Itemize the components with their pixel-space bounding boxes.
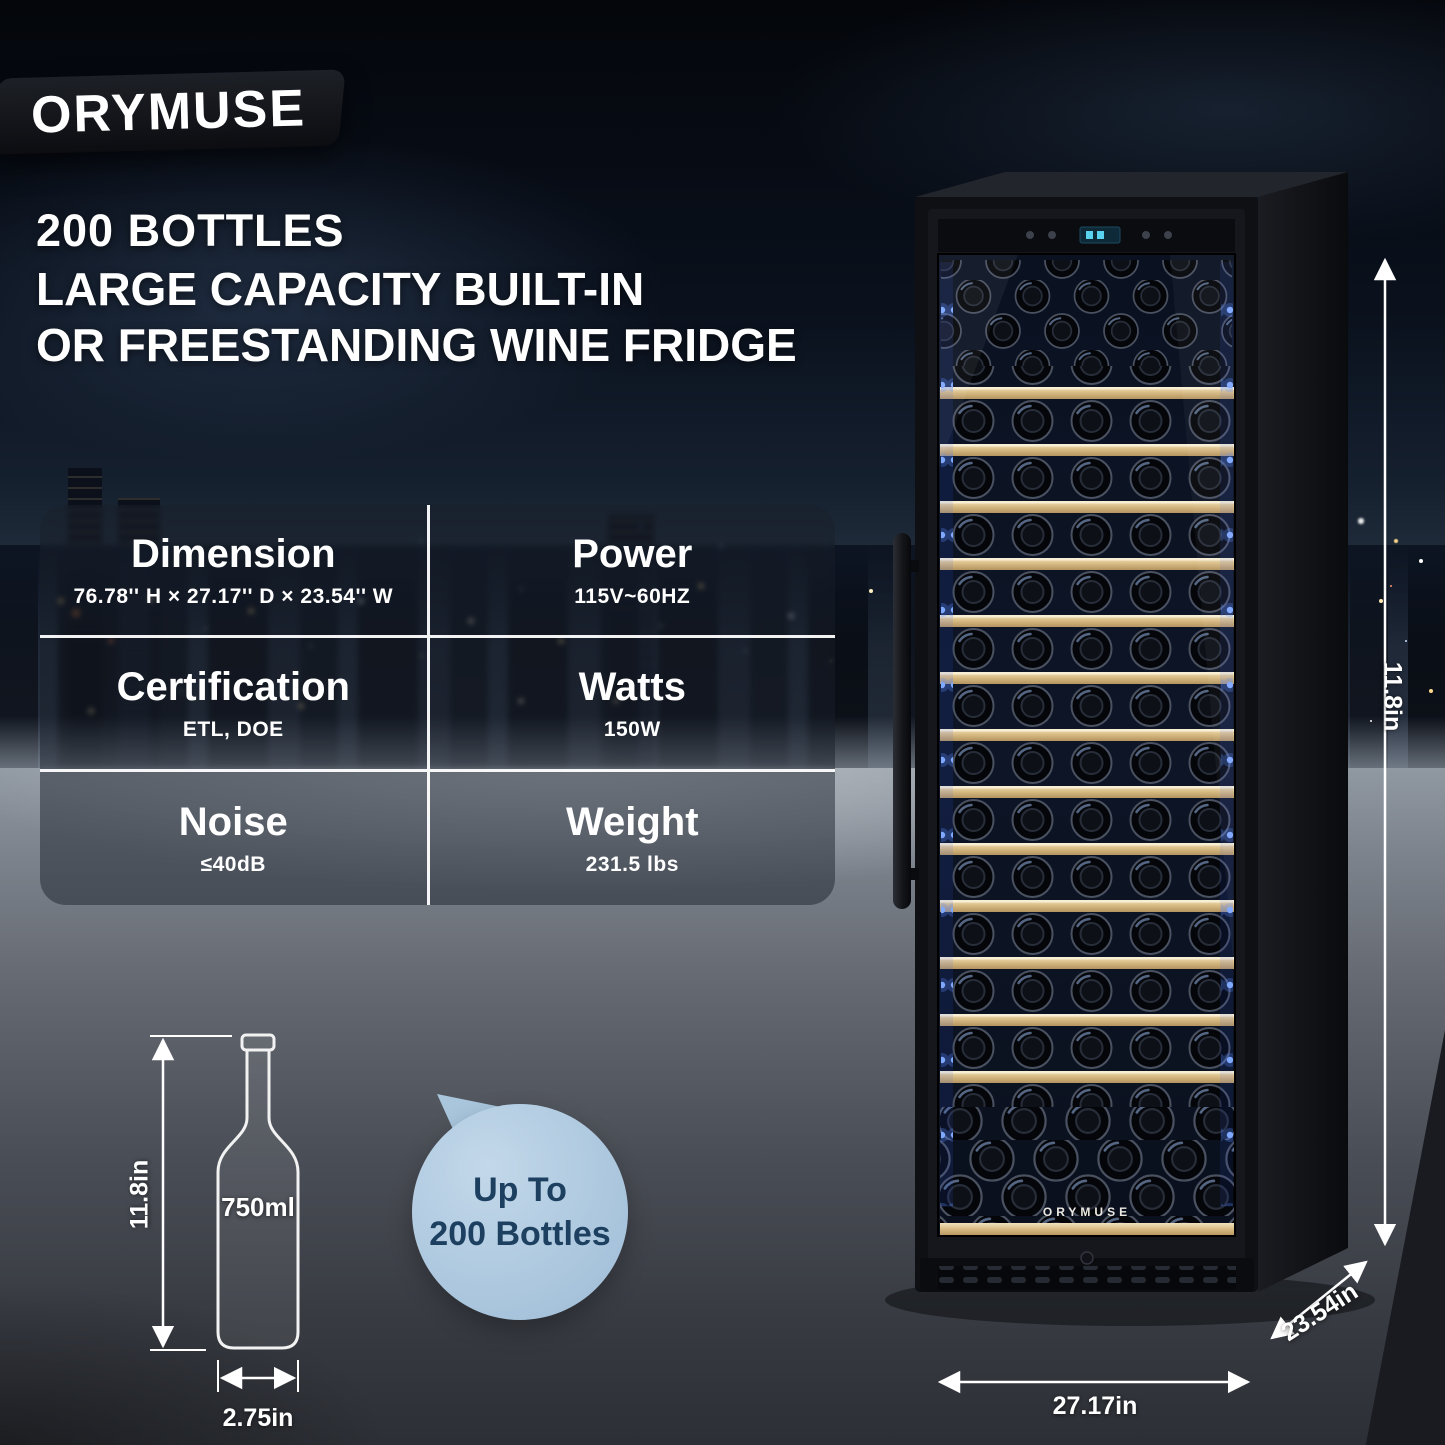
spec-value: ≤40dB [200,852,266,876]
headline-line3: OR FREESTANDING WINE FRIDGE [36,319,797,371]
fridge-height-label: 11.8in [1378,661,1407,732]
brand-logo-text: ORYMUSE [29,79,307,145]
spec-value: 76.78'' H × 27.17'' D × 23.54'' W [73,584,394,608]
spec-table: Dimension 76.78'' H × 27.17'' D × 23.54'… [40,505,835,905]
headline-capacity: 200 BOTTLES [36,205,345,256]
headline-line2: LARGE CAPACITY BUILT-IN [36,263,645,315]
spec-power: Power 115V~60HZ [429,505,835,639]
spec-noise: Noise ≤40dB [40,771,430,905]
spec-title: Watts [578,664,686,709]
capacity-badge: Up To 200 Bottles [412,1104,628,1320]
spec-title: Noise [178,799,288,844]
spec-title: Power [572,531,693,576]
spec-title: Dimension [131,531,336,576]
spec-value: ETL, DOE [182,717,284,741]
spec-watts: Watts 150W [429,638,835,772]
city-lights [0,0,2,2]
bottle-height-label: 11.8in [125,1159,154,1230]
fridge-brand-label: ORYMUSE [1042,1205,1132,1219]
capacity-badge-line1: Up To [473,1170,567,1209]
spec-value: 115V~60HZ [574,584,691,608]
spec-title: Weight [565,799,699,844]
spec-title: Certification [116,664,350,709]
brand-logo-badge: ORYMUSE [0,69,346,155]
spec-value: 231.5 lbs [585,852,679,876]
fridge-width-label: 27.17in [1052,1392,1138,1420]
capacity-badge-line2: 200 Bottles [429,1215,611,1253]
spec-weight: Weight 231.5 lbs [430,772,835,905]
spec-value: 150W [603,717,661,741]
spec-certification: Certification ETL, DOE [40,638,430,772]
spec-dimension: Dimension 76.78'' H × 27.17'' D × 23.54'… [40,505,430,639]
bottle-width-label: 2.75in [222,1404,294,1432]
bottle-volume-label: 750ml [221,1192,295,1222]
